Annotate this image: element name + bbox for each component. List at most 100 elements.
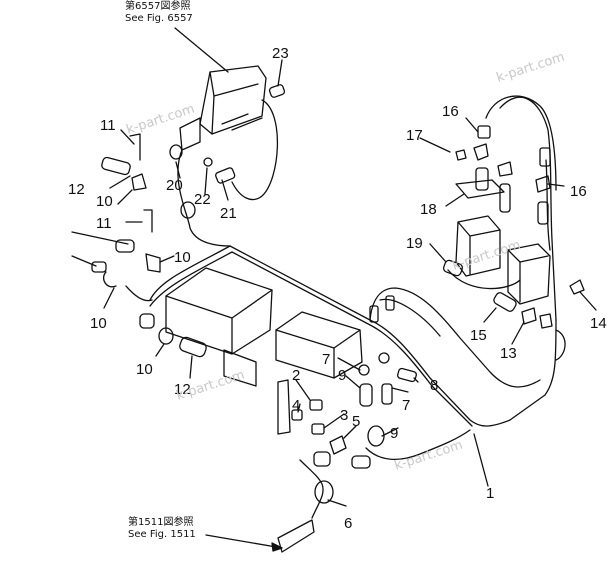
callout-10b: 10 <box>174 249 191 266</box>
clip-22 <box>203 157 213 167</box>
wire-6 <box>299 459 324 519</box>
connector-6 <box>314 480 334 504</box>
callout-8: 8 <box>430 377 438 394</box>
clip-16b <box>535 175 551 193</box>
callout-7b: 7 <box>402 397 410 414</box>
connector-15 <box>493 292 517 312</box>
connector-9a <box>359 383 373 407</box>
clip-4 <box>291 409 303 421</box>
clip-13b <box>539 313 553 329</box>
connector-21 <box>215 167 236 184</box>
callout-4: 4 <box>292 397 300 414</box>
callout-6: 6 <box>344 515 352 532</box>
connector-5 <box>329 435 347 455</box>
watermark-bottom-right: k-part.com <box>393 438 465 474</box>
plug-left-mid <box>91 261 107 273</box>
watermark-top-left: k-part.com <box>125 102 197 138</box>
callout-15: 15 <box>470 327 487 344</box>
connector-12b <box>179 336 207 358</box>
clip-10c <box>102 271 117 288</box>
clip-2 <box>309 399 323 411</box>
screw-11b <box>143 209 153 233</box>
callout-23: 23 <box>272 45 289 62</box>
top-wire-right <box>231 99 279 201</box>
callout-16a: 16 <box>442 103 459 120</box>
callout-19: 19 <box>406 235 423 252</box>
connector-lower <box>351 455 371 469</box>
bottom-reference-leader <box>205 534 283 549</box>
clip-7b <box>378 352 390 364</box>
wire-left-upper <box>71 231 129 245</box>
callout-1: 1 <box>486 485 494 502</box>
lower-harness <box>365 429 471 460</box>
callout-18: 18 <box>420 201 437 218</box>
plug-near-top-unit <box>180 201 196 219</box>
callout-17: 17 <box>406 127 423 144</box>
top-reference-leader <box>174 27 229 73</box>
connector-7b <box>381 383 393 405</box>
screw-14 <box>569 279 585 295</box>
callout-16b: 16 <box>570 183 587 200</box>
main-harness <box>149 95 557 427</box>
clip-10a <box>131 173 147 191</box>
top-figure-reference: 第6557図参照 See Fig. 6557 <box>125 1 193 25</box>
bottom-reference-japanese: 第1511図参照 <box>128 517 194 528</box>
callout-22: 22 <box>194 191 211 208</box>
connector-9b <box>367 425 385 447</box>
callout-12b: 12 <box>174 381 191 398</box>
callout-5: 5 <box>352 413 360 430</box>
screw-17 <box>455 149 467 161</box>
callout-11a: 11 <box>100 117 116 134</box>
callout-20: 20 <box>166 177 183 194</box>
callout-14: 14 <box>590 315 607 332</box>
plug-left-lower <box>139 313 155 329</box>
bottom-plate <box>277 519 315 553</box>
clip-3 <box>311 423 325 435</box>
callout-9b: 9 <box>390 425 398 442</box>
watermark-bottom-left: k-part.com <box>175 368 247 404</box>
connector-6b <box>313 451 331 467</box>
callout-10d: 10 <box>136 361 153 378</box>
lower-plate <box>223 349 257 387</box>
callout-13: 13 <box>500 345 517 362</box>
connector-12a <box>101 156 131 176</box>
clip-16a <box>473 143 489 161</box>
left-box <box>165 267 273 355</box>
clip-10d <box>158 327 174 345</box>
connector-23 <box>268 84 286 98</box>
callout-21: 21 <box>220 205 237 222</box>
top-reference-english: See Fig. 6557 <box>125 13 193 24</box>
bottom-reference-arrowhead <box>271 542 283 552</box>
callout-9a: 9 <box>338 367 346 384</box>
connector-mid <box>369 305 379 323</box>
wire-end-right <box>555 329 566 361</box>
bottom-reference-english: See Fig. 1511 <box>128 529 196 540</box>
callout-10a: 10 <box>96 193 113 210</box>
callout-12a: 12 <box>68 181 85 198</box>
top-unit <box>179 65 267 151</box>
relay-plug-2 <box>499 183 511 213</box>
callout-11b: 11 <box>96 215 112 232</box>
callout-3: 3 <box>340 407 348 424</box>
right-box <box>507 243 551 305</box>
bottom-figure-reference: 第1511図参照 See Fig. 1511 <box>128 517 196 541</box>
wire-left-lower <box>125 285 153 302</box>
bolt-8 <box>397 367 417 383</box>
bracket-2 <box>277 379 291 435</box>
bracket-18 <box>455 179 505 199</box>
screw-11a <box>129 133 141 161</box>
connector-upper-right <box>539 147 551 167</box>
relay-box <box>455 215 501 277</box>
watermark-top-right: k-part.com <box>495 50 567 86</box>
connector-16a <box>477 125 491 139</box>
clip-13 <box>521 307 537 325</box>
connector-mid2 <box>385 295 395 311</box>
watermark-middle-right: k-part.com <box>451 238 523 274</box>
relay-wire <box>447 269 521 290</box>
plug-left-upper <box>115 239 135 253</box>
middle-box <box>275 311 363 379</box>
relay-plug-3 <box>537 201 549 225</box>
callout-7a: 7 <box>322 351 330 368</box>
plug-20 <box>169 144 183 160</box>
